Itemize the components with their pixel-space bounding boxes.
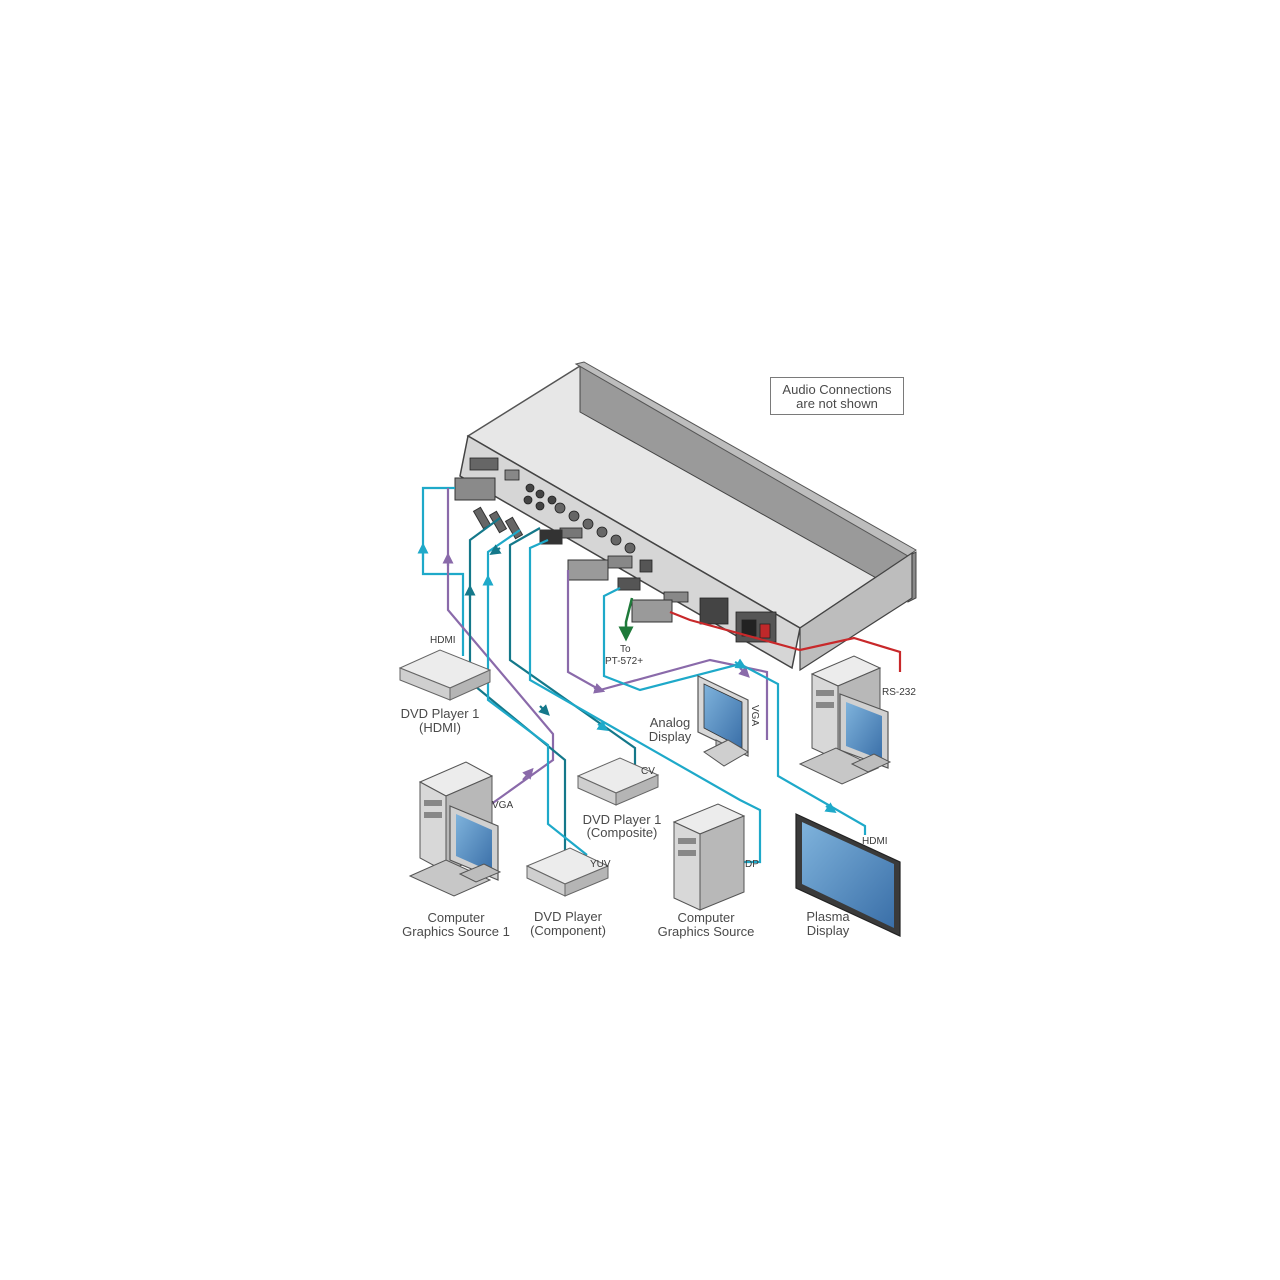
audio-note: Audio Connections are not shown — [770, 377, 904, 415]
control-pc — [798, 655, 892, 785]
rear-panel-connectors — [469, 457, 777, 643]
pt572-link-arrow — [618, 597, 634, 642]
device-labels: DVD Player 1 (HDMI) Analog Display DVD P… — [401, 706, 851, 939]
label-dp: DP — [745, 859, 759, 870]
dvd-hdmi-label-2: (HDMI) — [419, 720, 461, 735]
vga-out-cable — [566, 570, 769, 740]
computer2-label-1: Computer — [677, 910, 735, 925]
plasma-label-2: Display — [807, 923, 850, 938]
hdmi-in-cable — [421, 486, 465, 656]
computer2-label-2: Graphics Source — [658, 924, 755, 939]
dp-cable — [528, 538, 762, 864]
audio-note-line1: Audio Connections — [782, 382, 892, 397]
label-vga-in: VGA — [492, 800, 513, 811]
analog-display-label-1: Analog — [650, 715, 690, 730]
dvd-player-component — [525, 847, 610, 897]
computer-2-tower — [672, 803, 746, 911]
computer1-label-1: Computer — [427, 910, 485, 925]
label-vga-out: VGA — [749, 705, 760, 726]
plug-heads — [454, 477, 673, 623]
dvd-component-label-1: DVD Player — [534, 909, 603, 924]
dvd-player-composite — [576, 757, 660, 806]
dvd-player-hdmi — [398, 649, 492, 701]
rs232-cable — [669, 610, 902, 672]
computer1-label-2: Graphics Source 1 — [402, 924, 510, 939]
cable-labels: HDMI VGA CV YUV DP VGA HDMI RS-232 To PT… — [430, 635, 916, 870]
label-hdmi-in: HDMI — [430, 635, 456, 646]
dvd-composite-label-1: DVD Player 1 — [583, 812, 662, 827]
scaler-unit — [454, 361, 917, 672]
label-yuv: YUV — [590, 859, 611, 870]
analog-display-label-2: Display — [649, 729, 692, 744]
label-pt-model: PT-572+ — [605, 656, 643, 667]
label-cv: CV — [641, 766, 655, 777]
plasma-label-1: Plasma — [806, 909, 850, 924]
label-hdmi-out: HDMI — [862, 836, 888, 847]
analog-display-monitor — [697, 675, 749, 767]
cables — [417, 486, 902, 864]
dvd-composite-label-2: (Composite) — [587, 825, 658, 840]
computer-1 — [408, 761, 502, 897]
label-rs232: RS-232 — [882, 687, 916, 698]
plasma-display — [795, 813, 901, 937]
cv-cable — [508, 527, 637, 766]
label-pt-to: To — [620, 644, 631, 655]
dvd-component-label-2: (Component) — [530, 923, 606, 938]
dvd-hdmi-label-1: DVD Player 1 — [401, 706, 480, 721]
audio-note-line2: are not shown — [796, 396, 878, 411]
